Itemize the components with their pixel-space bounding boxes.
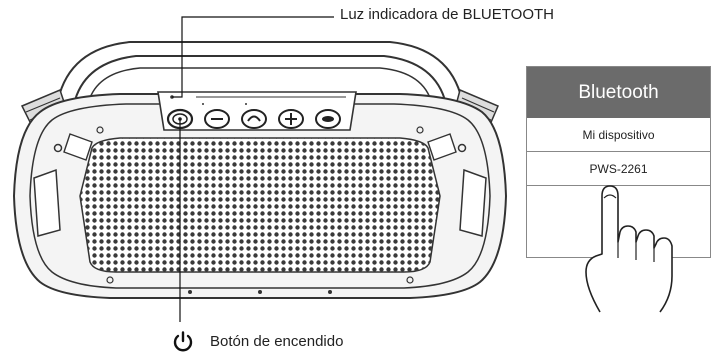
speaker-handle (57, 41, 463, 105)
play-pause-button[interactable] (241, 109, 267, 129)
power-icon (173, 331, 193, 352)
bluetooth-light-label: Luz indicadora de BLUETOOTH (340, 6, 554, 23)
bluetooth-callout-line (172, 16, 334, 98)
my-device-row: Mi dispositivo (527, 118, 710, 152)
speaker-grill (79, 137, 441, 273)
device-pws-2261[interactable]: PWS-2261 (527, 152, 710, 186)
hand-pointer-icon (585, 185, 673, 313)
volume-down-button[interactable] (204, 109, 230, 129)
power-button-label: Botón de encendido (210, 333, 344, 350)
bluetooth-header: Bluetooth (527, 67, 710, 118)
mode-button[interactable] (315, 109, 341, 129)
volume-up-button[interactable] (278, 109, 304, 129)
